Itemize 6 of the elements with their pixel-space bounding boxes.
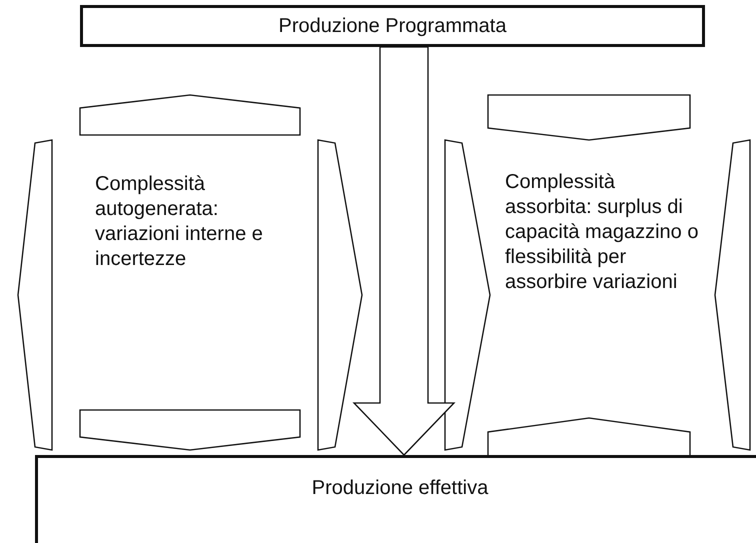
arrow [352, 46, 456, 456]
box-label: Produzione Programmata [278, 14, 506, 38]
process-box [80, 5, 705, 47]
description-text: Complessità autogenerata: variazioni interne e incertezze [95, 172, 264, 272]
description-text: Complessità assorbita: surplus di capacità magazzino o flessibilità per assorbire variazioni [505, 170, 700, 295]
box-label: Produzione effettiva [312, 476, 488, 501]
